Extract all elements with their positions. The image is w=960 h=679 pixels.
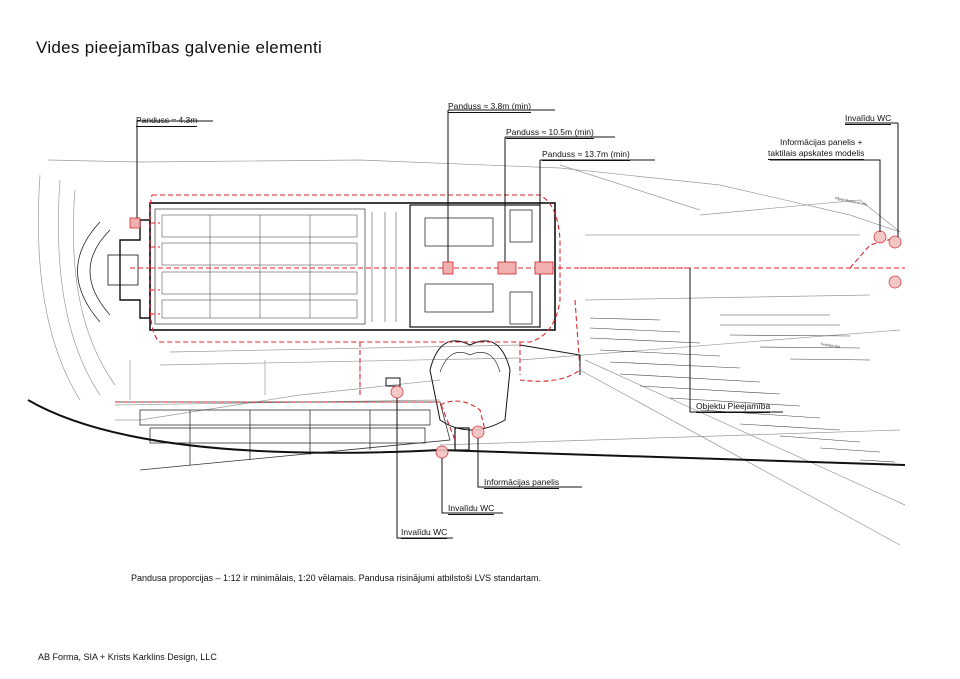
object-access-label: Objektu Pieejamība: [696, 401, 771, 413]
ramp-4-3-label: Panduss ≈ 4.3m: [136, 115, 198, 127]
north-building: [149, 202, 556, 331]
ramp-markers: [129, 217, 554, 275]
wc-label-low: Invalīdu WC: [401, 527, 448, 539]
ramp-proportion-note: Pandusa proporcijas – 1:12 ir minimālais…: [131, 573, 542, 583]
street-label-side: Turaidas iela: [820, 342, 840, 349]
ramp-13-7-label: Panduss ≈ 13.7m (min): [542, 149, 630, 161]
info-panel-label: Informācijas panelis: [484, 477, 560, 489]
plaza-curve: [429, 340, 581, 431]
wc-label-top-right: Invalīdu WC: [845, 113, 892, 125]
accessibility-route: [115, 194, 905, 441]
credit-line: AB Forma, SIA + Krists Karklins Design, …: [38, 652, 217, 662]
ramp-3-8-label: Panduss ≈ 3.8m (min): [448, 101, 532, 113]
info-tactile-label-line2: taktilais apskates modelis: [768, 148, 865, 160]
wc-label-mid: Invalīdu WC: [448, 503, 495, 515]
hall-rows: [161, 212, 397, 322]
street-label-top: Rīgas Maskavas iela: [835, 196, 867, 207]
context-lines: [38, 159, 906, 546]
page-title: Vides pieejamības galvenie elementi: [36, 38, 323, 57]
ramp-10-5-label: Panduss ≈ 10.5m (min): [506, 127, 594, 139]
south-boundary: [27, 399, 906, 466]
parking-rows: [589, 314, 896, 463]
west-pavilion: [77, 219, 151, 323]
accessibility-points: [390, 230, 902, 459]
info-tactile-label-line1: Informācijas panelis +: [780, 137, 863, 147]
leader-lines: [136, 109, 899, 539]
south-building: [115, 377, 470, 471]
